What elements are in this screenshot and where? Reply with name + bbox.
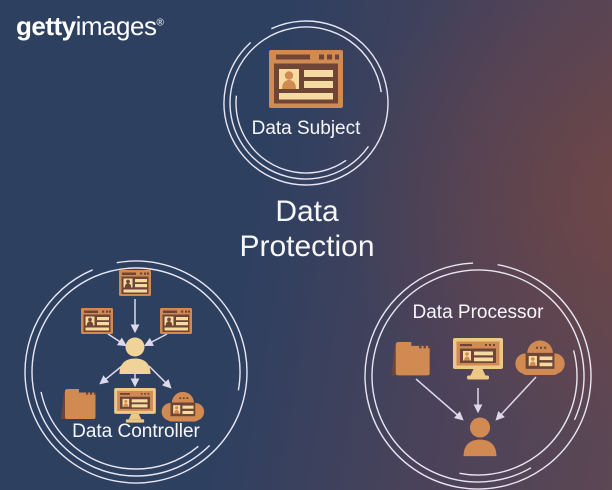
logo-images-text: images — [75, 11, 157, 41]
arrow — [107, 333, 127, 347]
mini-id-card-icon — [119, 270, 151, 296]
data-controller-circle — [24, 260, 248, 484]
data-processor-circle — [364, 262, 592, 490]
arrow — [415, 378, 464, 421]
registered-trademark-icon: ® — [156, 17, 164, 29]
data-subject-label: Data Subject — [251, 118, 361, 139]
folder-icon — [58, 386, 103, 419]
title-line-1: Data — [275, 195, 339, 228]
cloud-id-card-icon — [512, 340, 566, 375]
person-icon — [118, 337, 152, 374]
folder-icon — [388, 337, 438, 377]
data-processor-label: Data Processor — [412, 302, 544, 323]
cloud-id-card-icon — [159, 391, 205, 422]
arrow — [144, 333, 168, 347]
title-line-2: Protection — [239, 230, 375, 263]
arrow — [495, 376, 537, 421]
processor-arrows — [415, 376, 537, 421]
person-icon — [462, 416, 498, 457]
mini-id-card-icon — [160, 308, 192, 334]
diagram-title: Data Protection — [207, 194, 407, 264]
mini-id-card-icon — [81, 308, 113, 334]
controller-arrows — [99, 299, 172, 389]
monitor-id-card-icon — [453, 338, 503, 380]
logo-getty-text: getty — [16, 11, 76, 41]
id-card-icon — [269, 50, 343, 108]
monitor-id-card-icon — [114, 388, 156, 423]
arrow — [148, 365, 172, 389]
data-controller-label: Data Controller — [72, 421, 200, 442]
arrow — [99, 365, 123, 385]
getty-images-logo: gettyimages® — [16, 11, 164, 42]
